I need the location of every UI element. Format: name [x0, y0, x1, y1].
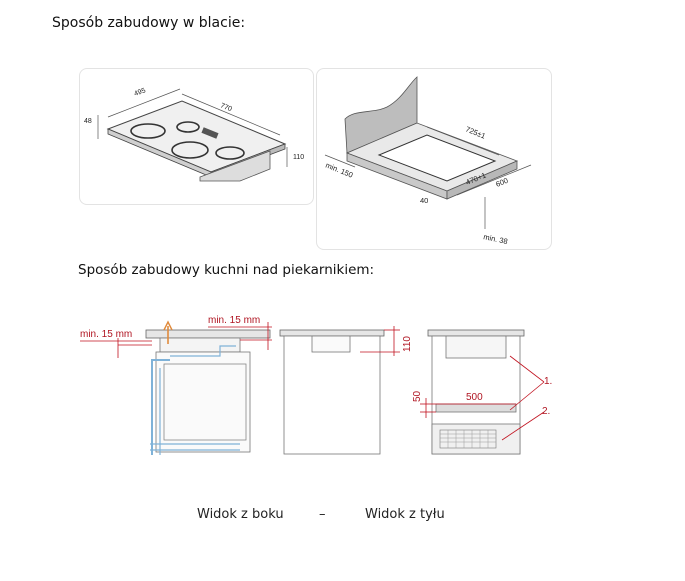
- label-1: 1.: [544, 376, 552, 387]
- worktop: [427, 329, 525, 337]
- vent-grille: [439, 429, 497, 449]
- dimension-770: 770: [219, 102, 233, 113]
- min15-top-label: min. 15 mm: [208, 315, 260, 326]
- back-view-caption: Widok z tyłu: [365, 507, 445, 522]
- leader-1: [509, 381, 545, 411]
- hob-housing: [199, 150, 271, 182]
- dimension-line-725: [426, 126, 500, 156]
- dimension-line-600: [456, 164, 532, 196]
- dimension-line-495: [107, 88, 181, 118]
- cutout-dimensions-panel: 725±1 470+1 600 min. 150 40 min. 38: [316, 68, 552, 250]
- dimension-600: 600: [494, 176, 509, 189]
- countertop-installation-heading: Sposób zabudowy w blacie:: [52, 15, 246, 31]
- caption-separator: –: [319, 507, 326, 522]
- cabinet: [283, 335, 381, 455]
- cooking-zone: [130, 123, 166, 139]
- dimension-line-770: [181, 93, 281, 136]
- dimension-495: 495: [133, 87, 146, 98]
- worktop: [279, 329, 385, 337]
- side-view-airflow: min. 15 mm min. 15 mm: [80, 315, 272, 455]
- d50-label: 50: [412, 390, 423, 402]
- shelf: [435, 403, 517, 413]
- hob-body: [159, 337, 241, 353]
- hob-dimensions-panel: 495 770 48 110: [79, 68, 314, 205]
- countertop-side: [446, 160, 518, 200]
- cutout-drawing: 725±1 470+1 600 min. 150 40 min. 38: [324, 76, 532, 246]
- dimension-110: 110: [293, 154, 304, 161]
- dimension-line-min150: [324, 154, 356, 168]
- middle-view: 110: [279, 326, 413, 455]
- cooking-zone: [215, 146, 245, 160]
- airflow-path: [151, 359, 170, 455]
- leader-2: [501, 411, 545, 441]
- wall: [344, 76, 418, 154]
- cabinet: [155, 351, 251, 453]
- label-2: 2.: [542, 406, 550, 417]
- oven-body: [163, 363, 247, 441]
- d500-label: 500: [466, 392, 483, 403]
- dimension-48: 48: [84, 118, 92, 125]
- worktop: [145, 329, 271, 339]
- oven-body: [431, 423, 521, 455]
- hob-body: [445, 335, 507, 359]
- hob-body: [311, 335, 351, 353]
- d110-label: 110: [402, 336, 413, 352]
- hob-drawing: 495 770 48 110: [84, 87, 304, 182]
- min15-left-label: min. 15 mm: [80, 329, 132, 340]
- airflow-path: [170, 345, 236, 357]
- leader-1: [509, 355, 545, 383]
- side-view-caption: Widok z boku: [197, 507, 284, 522]
- back-view: 500 50 1. 2.: [412, 329, 552, 455]
- cooking-zone: [176, 121, 200, 133]
- warm-air-arrow: [163, 320, 173, 331]
- control-panel: [201, 127, 219, 139]
- dimension-40: 40: [420, 196, 428, 205]
- cutout-opening: [377, 134, 497, 182]
- oven-installation-heading: Sposób zabudowy kuchni nad piekarnikiem:: [78, 262, 375, 278]
- cooking-zone: [171, 141, 209, 159]
